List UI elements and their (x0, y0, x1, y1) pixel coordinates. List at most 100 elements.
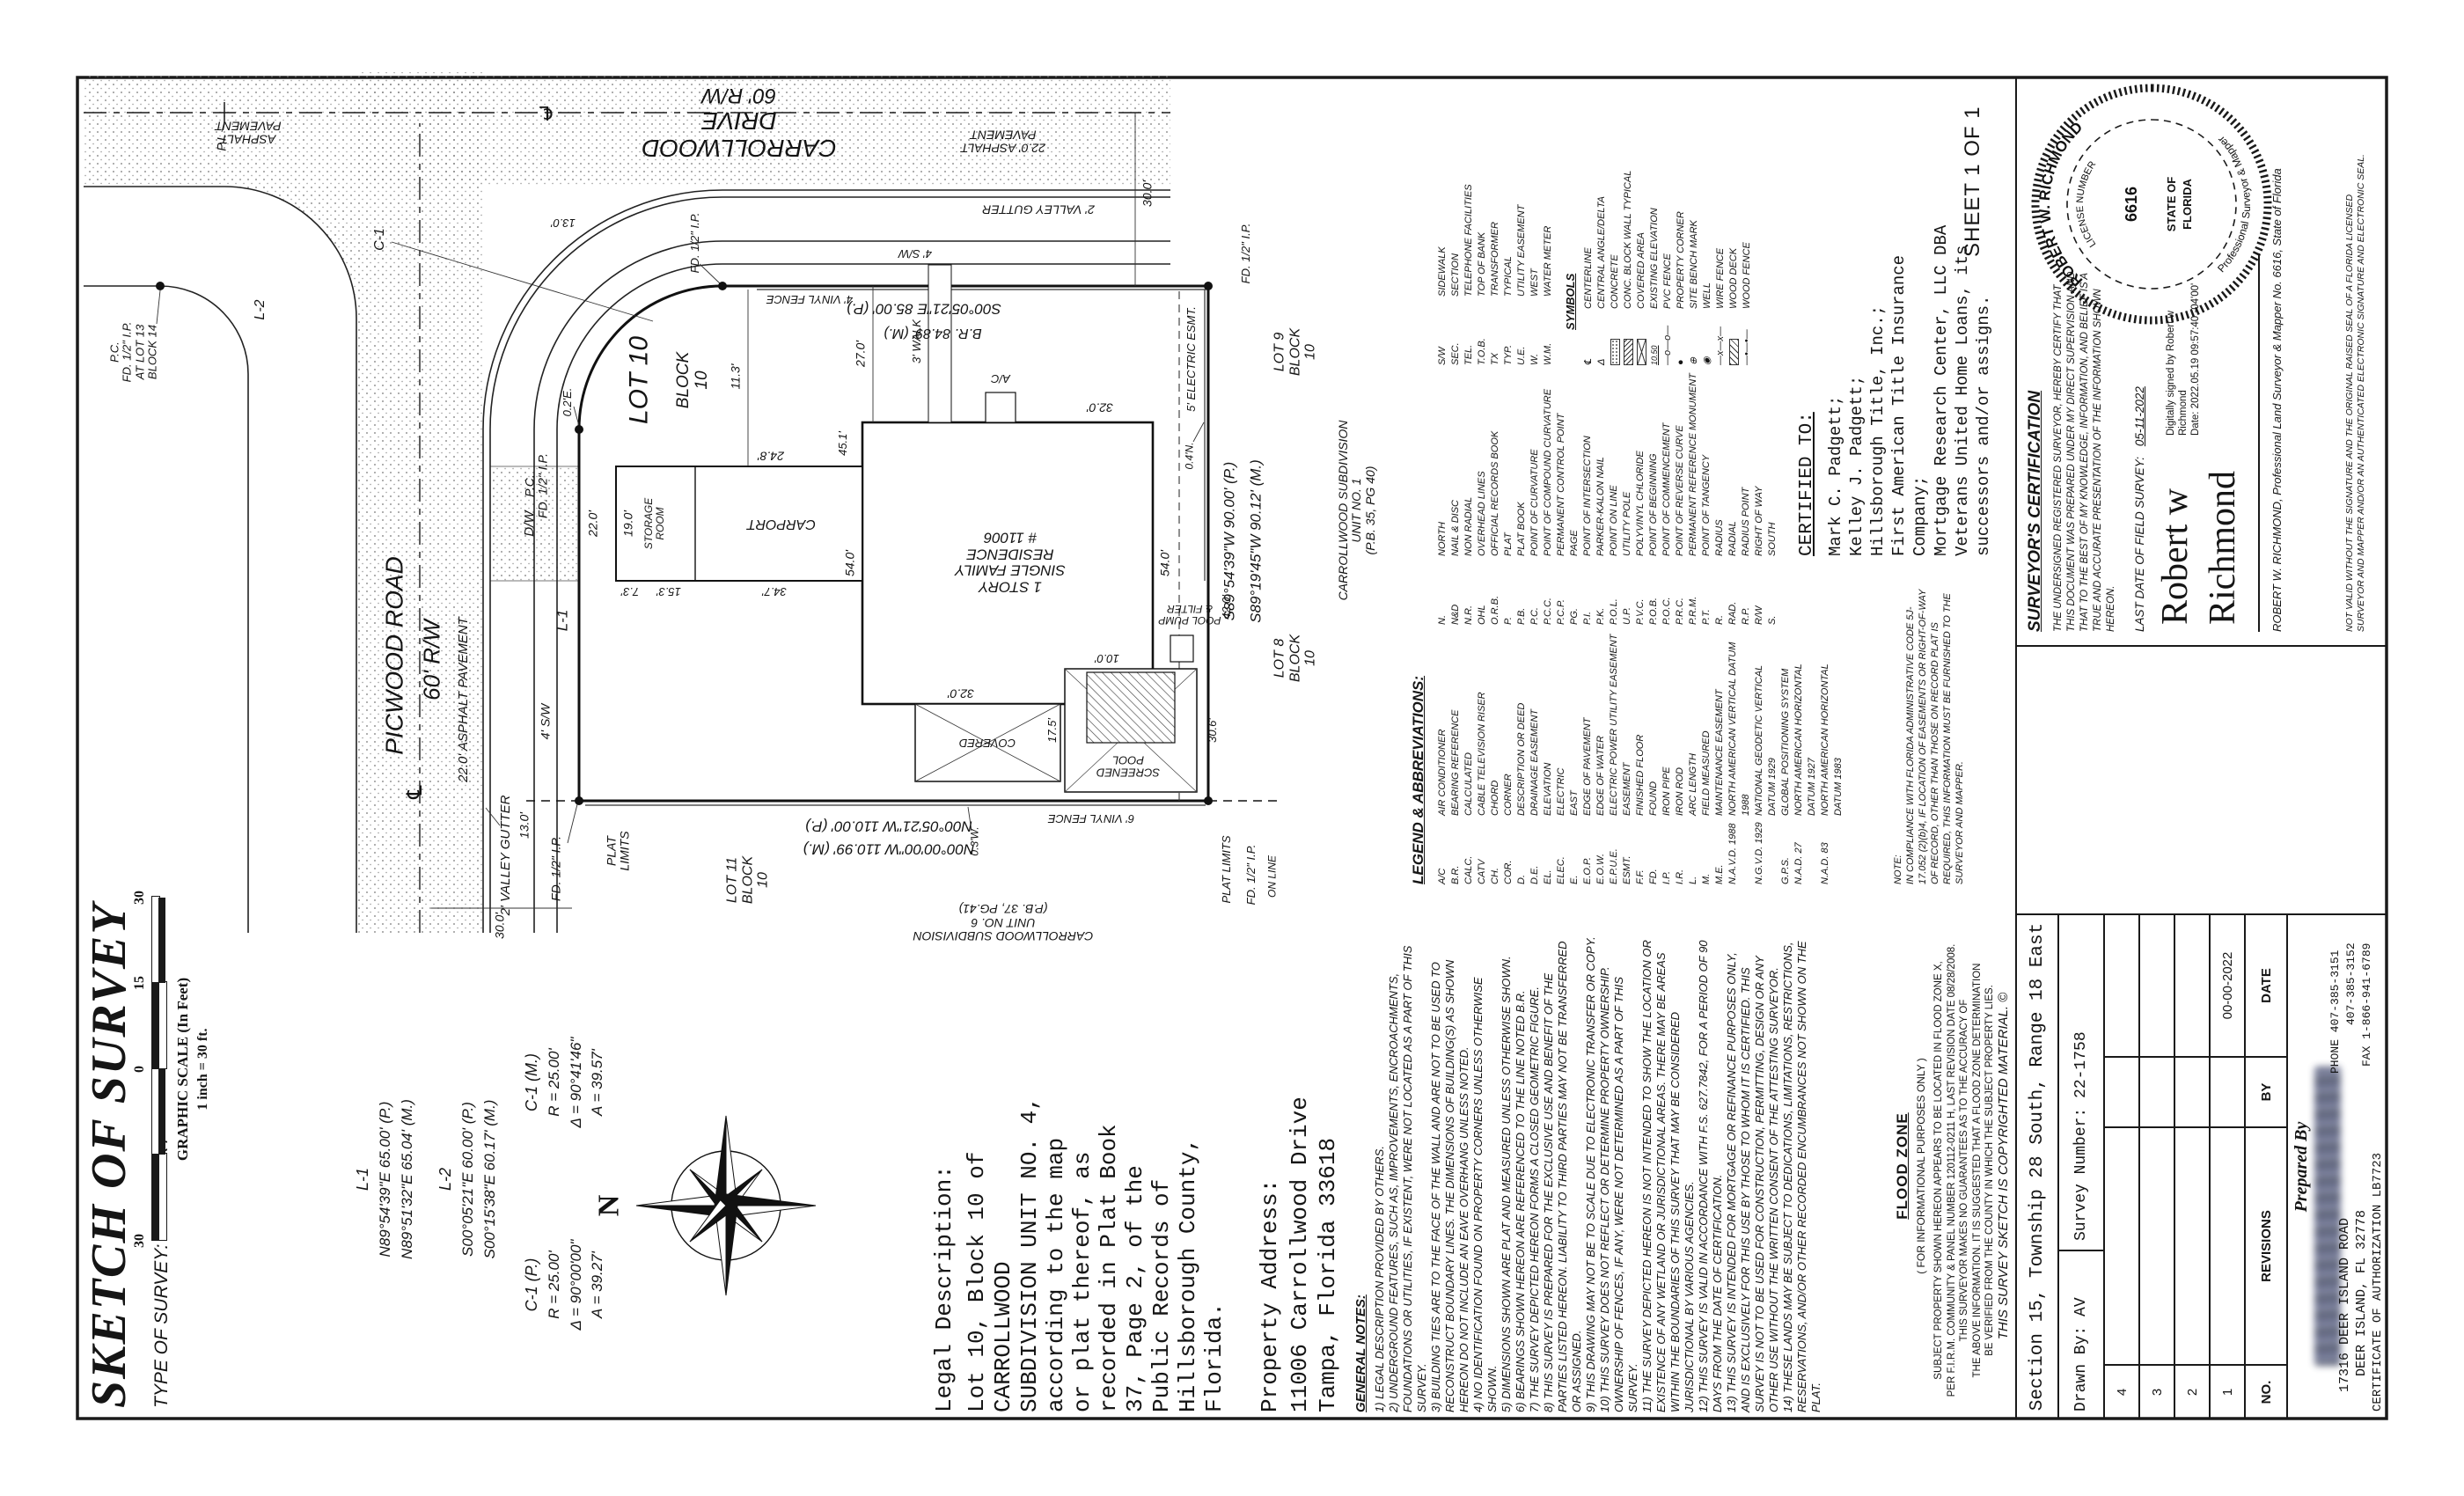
symbol-entry: —•—•—WOOD FENCE (1741, 101, 1754, 365)
legend-meaning: POINT ON LINE (1609, 485, 1619, 556)
legend-entry: SEC.SECTION (1449, 101, 1463, 365)
drawing-label: P.C. FD. 1/2" I.P. AT LOT 13 BLOCK 14 (107, 321, 159, 383)
property-address-line2: Tampa, Florida 33618 (1315, 1137, 1341, 1412)
curve-table-c1p-rows: R = 25.00' Δ = 90°00'00" A = 39.27' (546, 1239, 606, 1331)
legend-entry: E.O.P.EDGE OF PAVEMENT (1581, 629, 1595, 884)
certified-party: Mark C. Padgett; (1826, 395, 1845, 556)
legend-entry: P.PLAT (1502, 370, 1515, 625)
legend-abbrev: N.A.V.D. 1988 (1727, 823, 1738, 885)
symbol-meaning: EXISTING ELEVATION (1649, 208, 1660, 309)
revision-cell-text: BY (2258, 1082, 2274, 1102)
legend-abbrev: M.E. (1714, 864, 1725, 884)
legend-entry: COR. CORNER (1502, 629, 1515, 884)
revision-cell: 4 (2105, 1364, 2140, 1419)
legend-abbrev: P.I. (1582, 611, 1593, 625)
drawing-label: 17.5' (1045, 718, 1059, 743)
legend-meaning: MAINTENANCE EASEMENT (1714, 689, 1725, 816)
legend-abbrev: E.O.P. (1582, 857, 1593, 884)
drawing-label: 3' WALK (909, 319, 923, 363)
legend-meaning: UTILITY POLE (1622, 491, 1632, 556)
drawing-label: L-2 (253, 299, 268, 320)
legend-abbrev: E. (1569, 875, 1580, 884)
legend-meaning: ELEVATION (1543, 762, 1553, 816)
drawing-label: 32.0' (1087, 400, 1113, 415)
legend-abbrev: P.C.C. (1543, 598, 1553, 625)
legend-abbrev: PG. (1569, 608, 1580, 625)
symbol-meaning: PROPERTY CORNER (1676, 211, 1686, 309)
drawing-label: LOT 10 (624, 335, 654, 425)
drawing-label: LOT 8 BLOCK 10 (1272, 634, 1318, 683)
legend-entry: T.O.B.TOP OF BANK (1476, 101, 1489, 365)
legend-abbrev: COR. (1503, 860, 1514, 885)
drawing-label: FD. 1/2" I.P. (687, 212, 701, 274)
property-address-heading: Property Address: (1257, 1178, 1283, 1412)
legend-abbrev: P.C.P. (1556, 599, 1566, 625)
flood-zone-line: PER F.I.R.M. COMMUNITY & PANEL NUMBER 12… (1946, 943, 1957, 1397)
digital-signature-details: Digitally signed by Robert w Richmond Da… (2166, 282, 2201, 436)
not-valid-disclaimer: NOT VALID WITHOUT THE SIGNATURE AND THE … (2344, 154, 2366, 632)
legend-abbrev: I.R. (1675, 869, 1685, 884)
certification-body: THE UNDERSIGNED REGISTERED SURVEYOR, HER… (2053, 271, 2116, 632)
legend-entry: P.C.C.POINT OF COMPOUND CURVATURE (1542, 370, 1555, 625)
page-title: SKETCH OF SURVEY (82, 902, 136, 1408)
symbol-entry: —x—x—WIRE FENCE (1714, 101, 1727, 365)
symbol-entry: ⊕SITE BENCH MARK (1688, 101, 1701, 365)
general-note: 1) LEGAL DESCRIPTION PROVIDED BY OTHERS. (1373, 1146, 1386, 1412)
page-border (76, 76, 2388, 1420)
symbol-meaning: COVERED AREA (1636, 231, 1646, 309)
symbol-entry: ℄CENTERLINE (1582, 101, 1595, 365)
legend-abbrev: B.R. (1450, 865, 1461, 884)
legend-abbrev: P.O.C. (1661, 597, 1672, 625)
legend-entry: G.P.S.GLOBAL POSITIONING SYSTEM (1779, 629, 1793, 884)
symbols-heading: SYMBOLS (1564, 273, 1577, 330)
drawing-label: FD. 1/2" I.P. (548, 836, 563, 901)
legend-entry: S.SOUTH (1766, 370, 1779, 626)
certified-party: Company; (1910, 475, 1930, 556)
graphic-scale: 30 0 15 30 GRAPHIC SCALE (In Feet) 1 inc… (132, 889, 216, 1248)
well-symbol-icon: ◉ (1702, 356, 1712, 365)
legend-meaning: PERMANENT REFERENCE MONUMENT (1688, 373, 1698, 556)
symbol-entry: COVERED AREA (1635, 101, 1648, 365)
legend-abbrev: P.C. (1529, 607, 1540, 625)
legend-meaning: NAIL & DISC (1450, 500, 1461, 556)
legend-abbrev: N&D (1450, 604, 1461, 625)
legend-abbrev: D.E. (1529, 865, 1540, 884)
sheet-number: SHEET 1 OF 1 (1961, 106, 1984, 257)
drawing-label: 1 STORY SINGLE FAMILY RESIDENCE # 11006 (955, 529, 1066, 596)
drawing-label: A/C (991, 372, 1010, 386)
drawing-label: CARROLLWOOD SUBDIVISION UNIT NO. 6 (P.B.… (913, 902, 1094, 944)
symbol-meaning: WOOD DECK (1728, 247, 1739, 309)
legend-meaning: POINT OF INTERSECTION (1582, 436, 1593, 556)
legend-abbrev: D. (1516, 875, 1527, 884)
line-table-l1-rows: N89°54'39"E 65.00' (P.) N89°51'32"E 65.0… (377, 1099, 415, 1259)
legend-abbrev: R/W (1754, 605, 1764, 625)
curve-table-c1m-rows: R = 25.00' Δ = 90°41'46" A = 39.57' (546, 1037, 606, 1128)
revision-cell: DATE (2246, 915, 2288, 1056)
legend-meaning: OFFICIAL RECORDS BOOK (1490, 430, 1500, 556)
property-address-line1: 11006 Carrollwood Drive (1287, 1096, 1313, 1412)
legend-meaning: IRON ROD (1675, 767, 1685, 816)
legend-abbrev: I.P. (1661, 870, 1672, 884)
legend-abbrev: P.K. (1595, 607, 1606, 625)
legend-entry: P.I. POINT OF INTERSECTION (1581, 370, 1595, 625)
drawing-label: L-1 (554, 609, 571, 632)
revision-cell (2140, 1126, 2175, 1364)
legend-meaning: CORNER (1503, 774, 1514, 816)
legend-meaning: NORTH AMERICAN HORIZONTAL DATUM 1983 (1820, 664, 1844, 816)
scale-ratio: 1 inch = 30 ft. (195, 1028, 210, 1111)
certified-to-names: Mark C. Padgett;Kelley J. Padgett;Hillsb… (1825, 225, 1994, 556)
symbol-meaning: CENTERLINE (1583, 247, 1594, 309)
scale-tick: 30 (132, 891, 147, 905)
legend-entry: TYP.TYPICAL (1502, 101, 1515, 365)
prepared-by-block: Prepared By 17316 DEER ISLAND ROAD DEER … (2288, 915, 2387, 1419)
revision-cell (2175, 915, 2211, 1056)
seal-state-line1: STATE OF (2165, 177, 2178, 231)
legend-entry: P.O.B.POINT OF BEGINNING (1647, 370, 1661, 625)
section-township-range: Section 15, Township 28 South, Range 18 … (2017, 915, 2059, 1419)
general-note: 10) THIS SURVEY DOES NOT REFLECT OR DETE… (1598, 966, 1639, 1412)
company-address-line1: 17316 DEER ISLAND ROAD (2337, 1217, 2352, 1392)
legend-entry: L.ARC LENGTH (1687, 629, 1700, 884)
legend-entry: P.T.POINT OF TANGENCY (1700, 370, 1713, 625)
revision-cell (2175, 1056, 2211, 1126)
drawing-label: 4' VINYL FENCE (766, 293, 854, 307)
